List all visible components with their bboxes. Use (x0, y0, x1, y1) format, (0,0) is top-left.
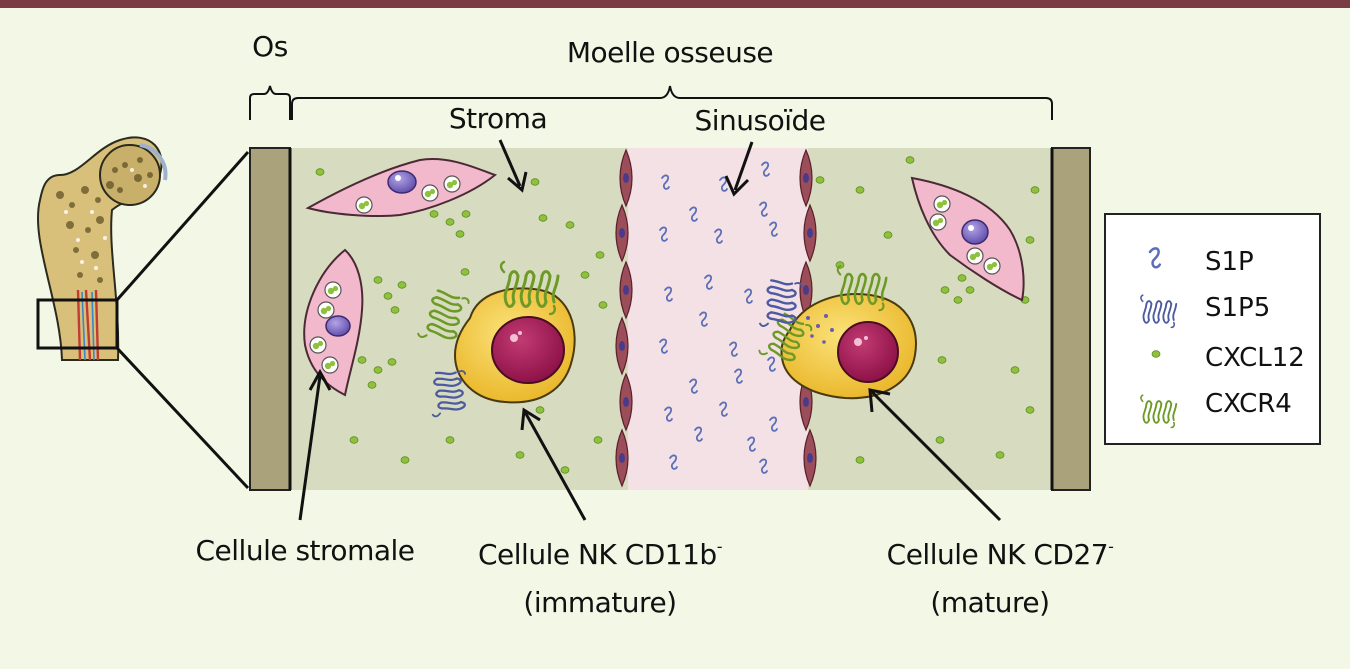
zoom-line-bottom (115, 346, 250, 490)
legend-box (1104, 213, 1321, 445)
zoom-box (36, 298, 119, 350)
stromal-cell-left (303, 248, 364, 397)
sinusoide-arrow (724, 141, 754, 197)
legend: S1P S1P5 CXCL12 CXCR4 (1104, 213, 1321, 445)
nk-mature-sublabel: (mature) (930, 586, 1049, 619)
os-label: Os (252, 30, 288, 63)
stromal-arrow (298, 368, 332, 521)
nk-cell-mature (757, 264, 917, 400)
stromal-cell-top (305, 158, 498, 217)
os-bracket (249, 85, 291, 120)
legend-label-cxcr4: CXCR4 (1205, 389, 1292, 419)
zoom-line-top (115, 151, 250, 301)
nk-mature-label: Cellule NK CD27- (887, 537, 1114, 571)
moelle-bracket (291, 85, 1053, 120)
stroma-label: Stroma (449, 102, 547, 135)
stromal-cell-label: Cellule stromale (195, 534, 414, 567)
legend-label-cxcl12: CXCL12 (1205, 343, 1305, 373)
femur-illustration (36, 136, 168, 361)
legend-label-s1p: S1P (1205, 247, 1254, 277)
cxcl12-icon (1151, 350, 1161, 358)
sinusoide-label: Sinusoïde (694, 104, 825, 137)
nk-immature-arrow (520, 407, 587, 521)
bone-wall-right (1051, 147, 1091, 491)
stroma-arrow (498, 139, 528, 193)
nk-immature-sublabel: (immature) (523, 586, 676, 619)
nk-cell-immature (416, 260, 576, 419)
stromal-cell-right (910, 176, 1025, 302)
top-frame-line (0, 0, 1350, 8)
nk-mature-arrow (868, 388, 1002, 522)
legend-label-s1p5: S1P5 (1205, 293, 1270, 323)
bone-wall-left (249, 147, 291, 491)
moelle-label: Moelle osseuse (567, 36, 773, 69)
nk-immature-label: Cellule NK CD11b- (478, 537, 722, 571)
marrow-panel (249, 147, 1091, 491)
